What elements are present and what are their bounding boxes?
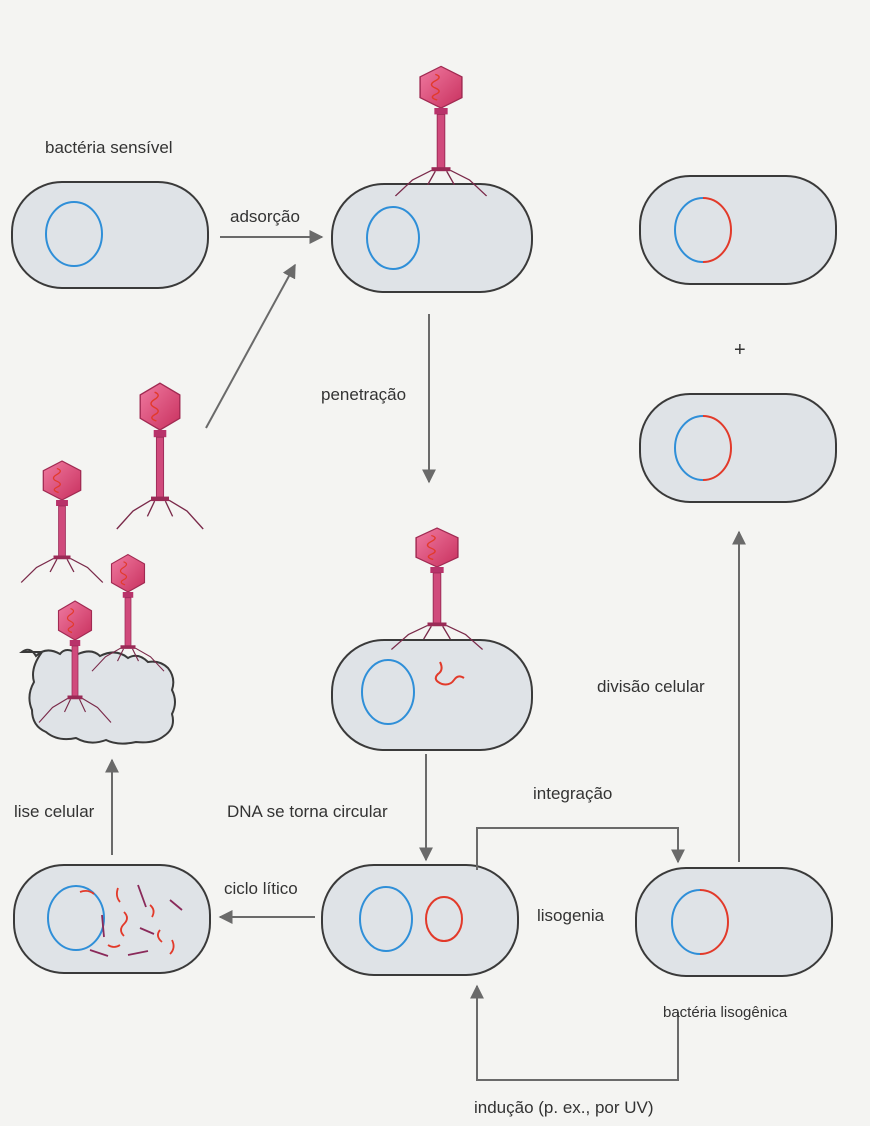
label-dna-circular: DNA se torna circular (227, 802, 388, 822)
phage-released-2 (21, 461, 103, 583)
cell-sensitive (12, 182, 208, 288)
arrow-induction (477, 986, 678, 1080)
cell-daughter-2 (640, 176, 836, 284)
arrow-reinfection (206, 265, 295, 428)
cell-circular-dna (322, 865, 518, 975)
label-integration: integração (533, 784, 612, 804)
arrow-integration (477, 828, 678, 870)
label-lytic-cycle: ciclo lítico (224, 879, 298, 899)
phage-injecting (391, 528, 482, 650)
label-lysogeny: lisogenia (537, 906, 604, 926)
phage-released-1 (117, 383, 203, 529)
cell-daughter-1 (640, 394, 836, 502)
phage-adsorbing (395, 66, 486, 196)
cell-penetration (332, 640, 532, 750)
plus-sign: + (734, 339, 746, 362)
label-adsorption: adsorção (230, 207, 300, 227)
label-lysogenic-bacterium: bactéria lisogênica (663, 1004, 787, 1021)
label-sensitive-bacterium: bactéria sensível (45, 138, 173, 158)
label-induction: indução (p. ex., por UV) (474, 1098, 654, 1118)
label-cell-division: divisão celular (597, 677, 705, 697)
cell-lytic (14, 865, 210, 973)
cell-adsorption (332, 184, 532, 292)
label-cell-lysis: lise celular (14, 802, 94, 822)
cell-lysogenic (636, 868, 832, 976)
label-penetration: penetração (321, 385, 406, 405)
